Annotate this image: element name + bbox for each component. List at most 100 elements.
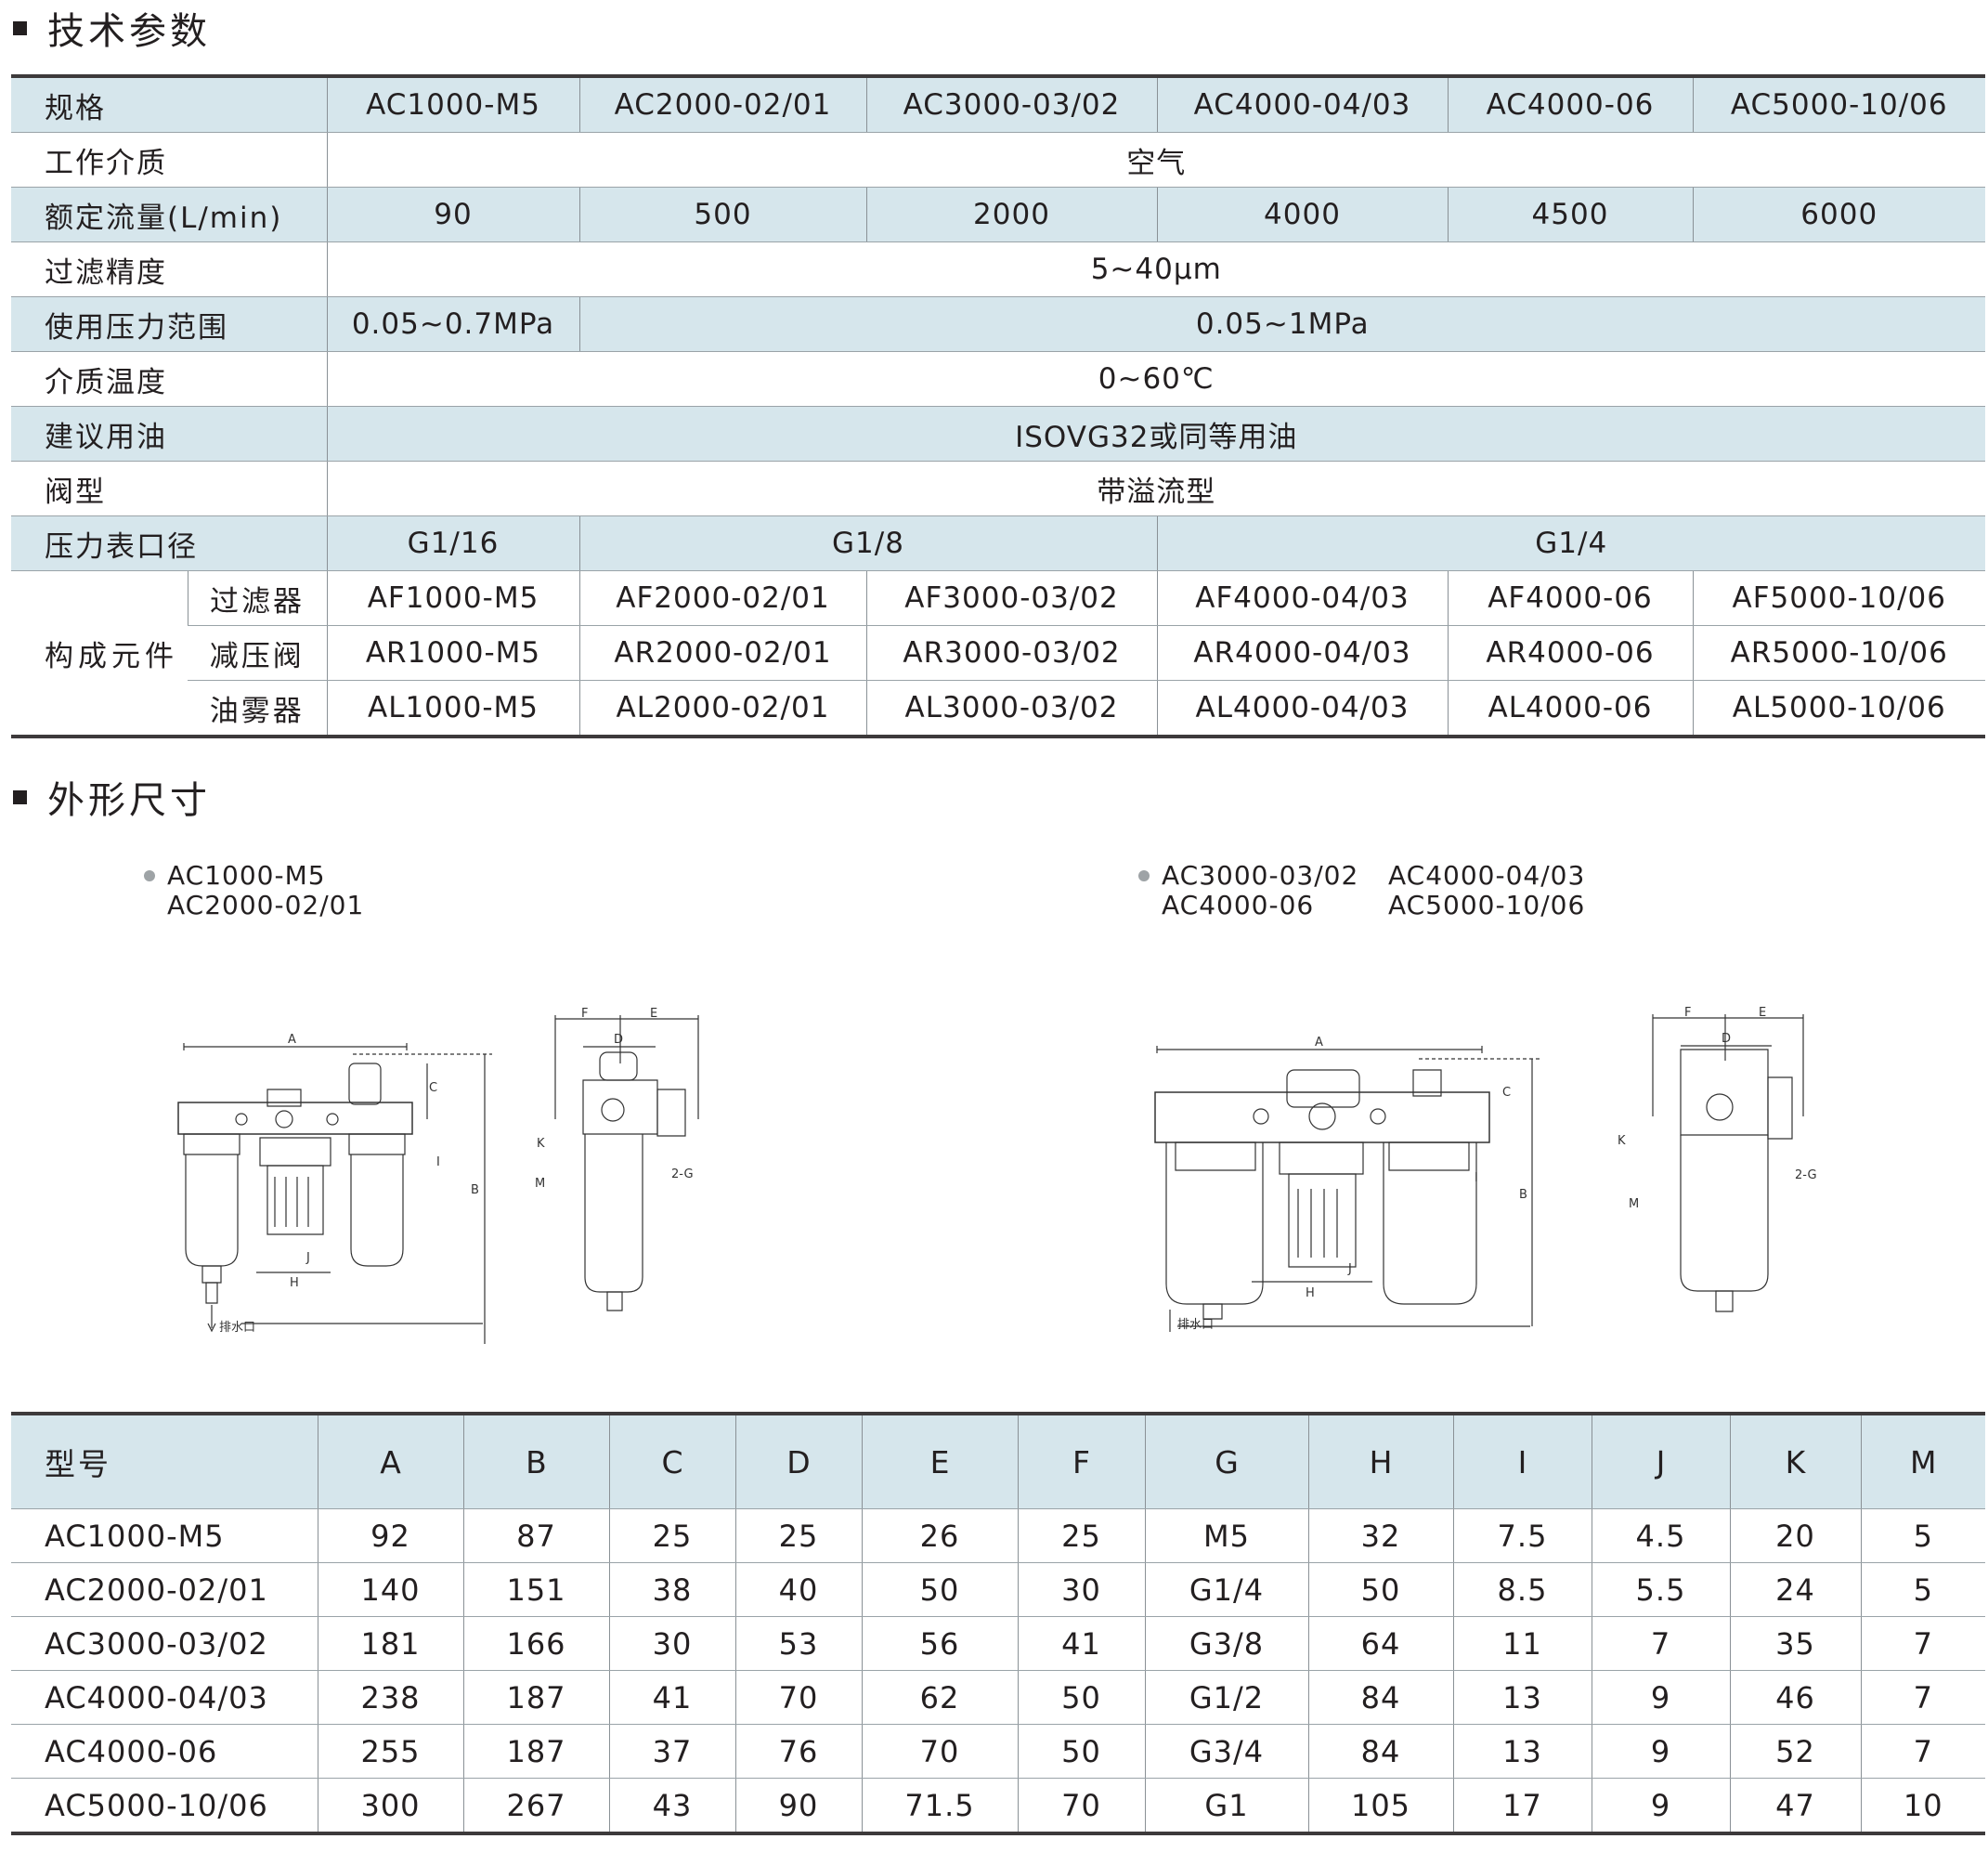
table-cell: 56 <box>861 1616 1018 1671</box>
component-label: 过滤器 <box>187 570 327 626</box>
row-label: 额定流量(L/min) <box>11 187 327 242</box>
dim-label-i: I <box>436 1155 440 1169</box>
table-cell: 7.5 <box>1452 1508 1592 1563</box>
table-cell: 267 <box>462 1778 609 1834</box>
dim-label-b: B <box>1519 1188 1527 1202</box>
column-header: G <box>1144 1414 1308 1509</box>
column-header: J <box>1591 1414 1730 1509</box>
right-model-list: AC3000-03/02 AC4000-04/03 AC4000-06 AC50… <box>1138 861 1585 920</box>
table-cell: 300 <box>317 1778 463 1834</box>
dim-label-e: E <box>1759 1006 1766 1020</box>
section-title-spec: 技术参数 <box>13 0 211 56</box>
column-header: A <box>317 1414 463 1509</box>
row-value: 0.05~1MPa <box>578 296 1985 352</box>
model-header: AC4000-04/03 <box>1156 76 1448 133</box>
table-cell: 105 <box>1307 1778 1453 1834</box>
model-label: AC4000-06 <box>1162 890 1315 920</box>
spec-row-valve: 阀型 带溢流型 <box>11 461 1985 516</box>
drain-label: 排水口 <box>219 1321 255 1335</box>
table-cell: 187 <box>462 1670 609 1725</box>
table-cell: 181 <box>317 1616 463 1671</box>
model-header: AC2000-02/01 <box>578 76 866 133</box>
table-cell: M5 <box>1144 1508 1308 1563</box>
table-cell: 46 <box>1729 1670 1861 1725</box>
row-value: AL5000-10/06 <box>1692 680 1985 737</box>
table-cell: 5.5 <box>1591 1562 1730 1617</box>
row-value: 5~40μm <box>326 241 1985 297</box>
row-label: 压力表口径 <box>11 515 327 571</box>
table-cell: 47 <box>1729 1778 1861 1834</box>
dim-label-h: H <box>1306 1286 1315 1300</box>
table-cell: 25 <box>734 1508 862 1563</box>
row-value: AR4000-04/03 <box>1156 625 1448 681</box>
row-value: AR3000-03/02 <box>865 625 1157 681</box>
dim-label-f: F <box>1684 1006 1691 1020</box>
spec-table: 规格 AC1000-M5 AC2000-02/01 AC3000-03/02 A… <box>11 74 1985 738</box>
table-cell: 50 <box>1017 1724 1145 1779</box>
small-unit-front-drawing: A B C H J I 排水口 <box>167 1033 501 1347</box>
row-value: AR4000-06 <box>1447 625 1693 681</box>
dim-label-g: 2-G <box>1795 1168 1817 1182</box>
component-label: 油雾器 <box>188 680 327 737</box>
table-cell: 25 <box>1017 1508 1145 1563</box>
dim-label-g: 2-G <box>671 1167 694 1181</box>
row-value: ISOVG32或同等用油 <box>326 406 1985 462</box>
row-label: 过滤精度 <box>11 241 327 297</box>
table-cell: 37 <box>608 1724 735 1779</box>
drain-label: 排水口 <box>1177 1318 1214 1332</box>
spec-row-filtration: 过滤精度 5~40μm <box>11 241 1985 297</box>
table-cell: G1 <box>1144 1778 1308 1834</box>
table-cell: AC4000-06 <box>11 1724 318 1779</box>
row-value: 0.05~0.7MPa <box>326 296 579 352</box>
dim-label-k: K <box>537 1137 545 1151</box>
spec-row-temperature: 介质温度 0~60℃ <box>11 351 1985 407</box>
model-header: AC1000-M5 <box>326 76 579 133</box>
dim-label-d: D <box>1722 1032 1731 1046</box>
table-cell: 187 <box>462 1724 609 1779</box>
square-bullet-icon <box>13 20 27 35</box>
model-label: AC1000-M5 <box>167 860 326 891</box>
row-value: AR2000-02/01 <box>578 625 866 681</box>
table-cell: AC5000-10/06 <box>11 1778 318 1834</box>
bullet-dot-icon <box>144 870 155 881</box>
table-cell: 255 <box>317 1724 463 1779</box>
table-cell: 84 <box>1307 1670 1453 1725</box>
table-cell: 11 <box>1452 1616 1592 1671</box>
table-cell: 238 <box>317 1670 463 1725</box>
dim-label-a: A <box>288 1033 296 1047</box>
table-cell: 41 <box>608 1670 735 1725</box>
dim-label-j: J <box>1347 1262 1352 1276</box>
column-header: B <box>462 1414 609 1509</box>
table-cell: 50 <box>1017 1670 1145 1725</box>
table-cell: G3/4 <box>1144 1724 1308 1779</box>
square-bullet-icon <box>13 789 27 804</box>
table-cell: 17 <box>1452 1778 1592 1834</box>
column-header: E <box>861 1414 1018 1509</box>
table-cell: 166 <box>462 1616 609 1671</box>
row-value: AL3000-03/02 <box>865 680 1157 737</box>
spec-row-flow: 额定流量(L/min) 90 500 2000 4000 4500 6000 <box>11 187 1985 242</box>
column-header: 型号 <box>11 1414 318 1509</box>
spec-header-row: 规格 AC1000-M5 AC2000-02/01 AC3000-03/02 A… <box>11 76 1985 133</box>
table-cell: 38 <box>608 1562 735 1617</box>
spec-row-gauge: 压力表口径 G1/16 G1/8 G1/4 <box>11 515 1985 571</box>
dim-label-f: F <box>581 1008 588 1021</box>
table-cell: 40 <box>734 1562 862 1617</box>
large-unit-front-drawing: A B C H J I 排水口 <box>1150 1036 1549 1332</box>
row-value: 500 <box>578 187 866 242</box>
table-cell: G3/8 <box>1144 1616 1308 1671</box>
table-cell: 30 <box>608 1616 735 1671</box>
row-value: AL4000-06 <box>1447 680 1693 737</box>
model-header: AC5000-10/06 <box>1692 76 1985 133</box>
row-label: 工作介质 <box>11 132 327 188</box>
dim-label-c: C <box>429 1081 437 1095</box>
table-cell: 70 <box>861 1724 1018 1779</box>
model-label: AC2000-02/01 <box>167 890 365 920</box>
row-value: G1/4 <box>1156 515 1985 571</box>
table-cell: G1/2 <box>1144 1670 1308 1725</box>
table-cell: 52 <box>1729 1724 1861 1779</box>
model-header: AC4000-06 <box>1447 76 1693 133</box>
